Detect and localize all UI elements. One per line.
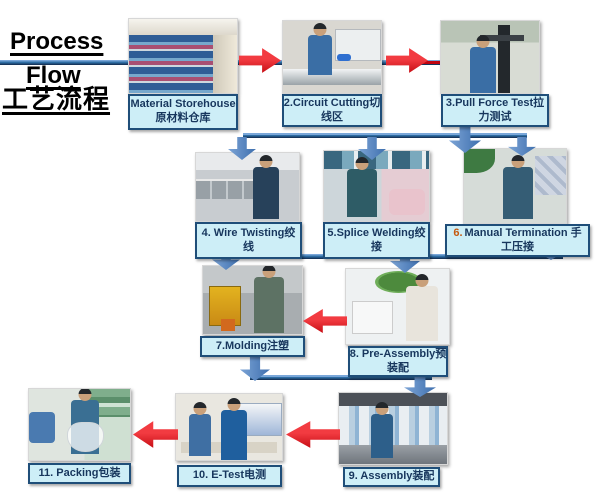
photo-assembly	[338, 392, 448, 465]
step-label-circuit-cutting: 2.Circuit Cutting切 线区	[282, 94, 382, 127]
arrow-cutting-to-pulltest-icon	[386, 48, 428, 73]
step-label-line1: Material Storehouse	[130, 98, 236, 111]
step-label-line1: 11. Packing包装	[38, 466, 121, 479]
step-label-manual-termination: 6.Manual Termination 手 工压接	[445, 224, 590, 257]
photo-circuit-cutting	[282, 20, 382, 94]
photo-splice-welding	[323, 150, 430, 222]
page-title-process: Process	[10, 28, 104, 55]
step-label-line1: 8. Pre-Assembly预	[349, 347, 447, 360]
flow-line-row2	[243, 133, 527, 138]
step-label-wire-twisting: 4. Wire Twisting绞 线	[195, 222, 302, 259]
page-title-chinese: 工艺流程	[2, 84, 111, 114]
step-label-line2: 力测试	[478, 110, 512, 123]
step-label-line1: Manual Termination 手	[464, 226, 582, 239]
step-label-line2: 接	[371, 240, 382, 253]
step-label-line2: 工压接	[501, 240, 534, 253]
step-label-line2: 原材料仓库	[155, 112, 211, 124]
photo-pull-force-test	[440, 20, 540, 94]
step-number: 6.	[453, 226, 463, 239]
step-label-molding: 7.Molding注塑	[200, 336, 305, 357]
step-label-pre-assembly: 8. Pre-Assembly预 装配	[348, 346, 448, 377]
step-label-line1: 4. Wire Twisting绞	[201, 226, 296, 239]
step-label-line1: 10. E-Test电测	[192, 469, 267, 482]
photo-molding	[202, 265, 303, 335]
photo-pre-assembly	[345, 268, 450, 345]
step-label-line1: 3.Pull Force Test拉	[445, 96, 545, 109]
step-label-assembly: 9. Assembly装配	[343, 467, 440, 487]
step-label-line1: 5.Splice Welding绞	[327, 226, 426, 239]
flow-line-row4	[250, 375, 432, 380]
step-label-packing: 11. Packing包装	[28, 463, 131, 484]
step-label-line1: 9. Assembly装配	[348, 470, 435, 483]
arrow-storehouse-to-cutting-icon	[239, 48, 281, 73]
step-label-pull-force-test: 3.Pull Force Test拉 力测试	[441, 94, 549, 127]
step-label-e-test: 10. E-Test电测	[177, 465, 282, 487]
photo-material-storehouse	[128, 18, 238, 94]
step-label-line2: 线	[243, 240, 254, 253]
step-label-splice-welding: 5.Splice Welding绞 接	[323, 222, 430, 259]
arrow-etest-to-packing-icon	[133, 421, 178, 448]
step-label-line1: 2.Circuit Cutting切	[283, 96, 381, 109]
photo-wire-twisting	[195, 152, 300, 222]
step-label-material-storehouse: Material Storehouse 原材料仓库	[128, 94, 238, 130]
photo-e-test	[175, 393, 283, 461]
flow-line-red-stub	[423, 61, 441, 64]
photo-manual-termination	[463, 148, 567, 224]
arrow-assembly-to-etest-icon	[286, 421, 340, 448]
arrow-preassembly-to-molding-icon	[303, 309, 347, 333]
step-label-line1: 7.Molding注塑	[215, 339, 290, 352]
page-title-flow: Flow	[26, 62, 81, 89]
step-label-line2: 装配	[387, 361, 409, 374]
step-label-line2: 线区	[321, 110, 343, 123]
photo-packing	[28, 388, 131, 461]
